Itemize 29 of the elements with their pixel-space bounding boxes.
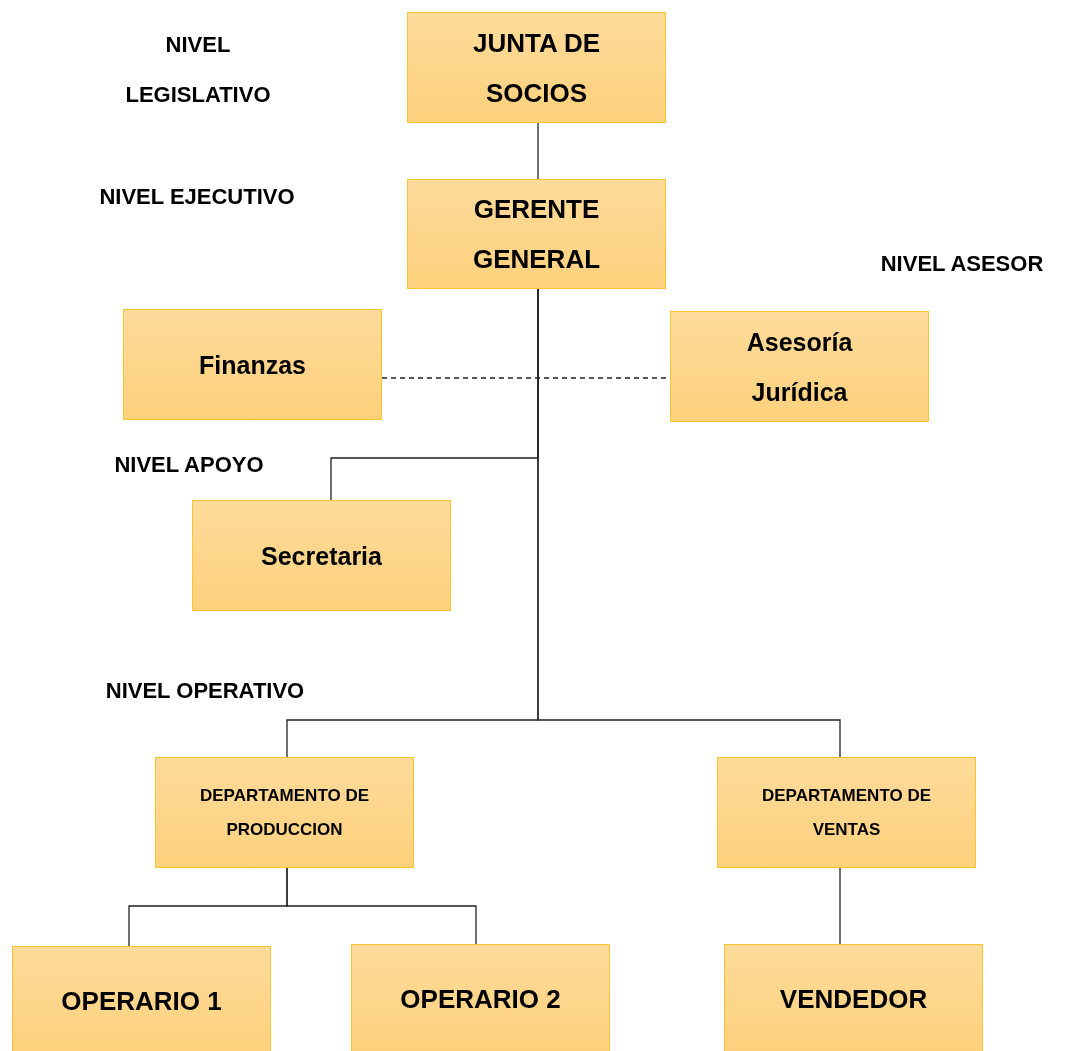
level-label: NIVEL APOYO bbox=[114, 451, 264, 479]
box-title: Asesoría Jurídica bbox=[745, 326, 854, 408]
connector-line bbox=[537, 288, 841, 758]
box-title: OPERARIO 1 bbox=[61, 985, 222, 1018]
org-box bbox=[407, 12, 666, 123]
org-box bbox=[724, 944, 983, 1051]
level-label: NIVEL ASESOR bbox=[880, 250, 1044, 278]
connector-line bbox=[839, 867, 841, 945]
org-box bbox=[717, 757, 976, 868]
org-box bbox=[155, 757, 414, 868]
org-box bbox=[407, 179, 666, 289]
box-title: DEPARTAMENTO DE PRODUCCION bbox=[198, 784, 371, 841]
box-title: DEPARTAMENTO DE VENTAS bbox=[760, 784, 933, 841]
box-title: VENDEDOR bbox=[779, 983, 928, 1016]
connector-line bbox=[286, 867, 477, 945]
box-title: Secretaria bbox=[261, 540, 382, 572]
org-box bbox=[192, 500, 451, 611]
org-box bbox=[670, 311, 929, 422]
box-title: OPERARIO 2 bbox=[400, 983, 561, 1016]
connector-line bbox=[537, 122, 539, 180]
box-title: Finanzas bbox=[199, 349, 306, 381]
level-label: NIVEL OPERATIVO bbox=[105, 677, 305, 705]
box-title: GERENTE GENERAL bbox=[471, 193, 602, 276]
org-box bbox=[351, 944, 610, 1051]
level-label: NIVEL EJECUTIVO bbox=[99, 183, 295, 211]
box-title: JUNTA DE SOCIOS bbox=[471, 26, 602, 110]
org-box bbox=[123, 309, 382, 420]
level-label: NIVEL LEGISLATIVO bbox=[124, 31, 272, 109]
org-box bbox=[12, 946, 271, 1051]
